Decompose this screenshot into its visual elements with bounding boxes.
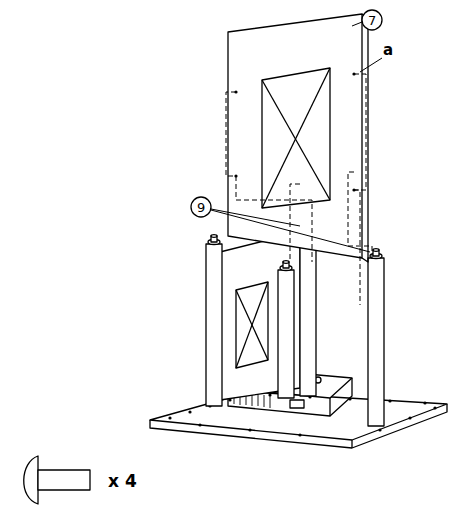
quantity-label: x 4 <box>108 473 137 490</box>
screw-icon <box>24 456 90 504</box>
side-panel <box>228 14 368 262</box>
part-letter: a <box>383 43 393 58</box>
back-panel <box>220 232 300 400</box>
guide-line <box>226 74 372 305</box>
leader-line <box>211 22 382 252</box>
callout-number: 9 <box>197 201 205 214</box>
callout-number: 7 <box>368 14 376 27</box>
base-plate <box>150 392 447 448</box>
callout-circle <box>191 10 382 217</box>
